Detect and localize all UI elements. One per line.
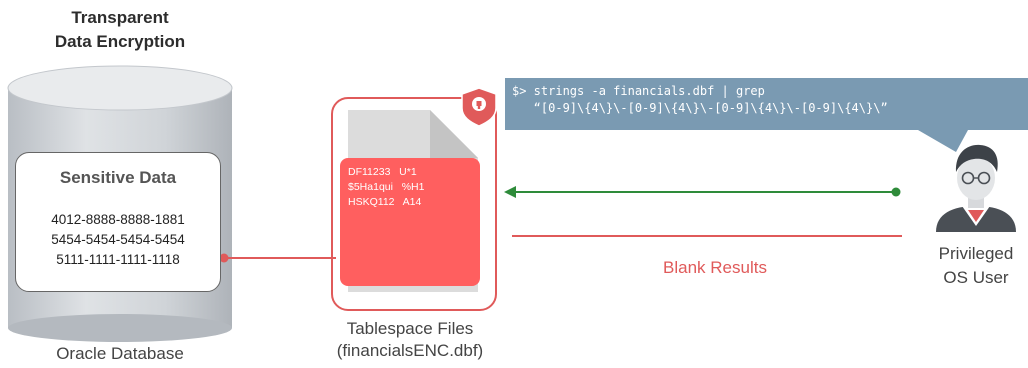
encrypted-row: DF11233 U*1 — [348, 166, 417, 178]
sensitive-data-title: Sensitive Data — [59, 168, 177, 187]
blank-results-label: Blank Results — [663, 258, 767, 277]
database-label: Oracle Database — [56, 344, 184, 363]
diagram-title: Transparent Data Encryption — [20, 6, 220, 54]
request-arrow — [504, 186, 901, 198]
tablespace-label-line-1: Tablespace Files — [346, 319, 474, 338]
title-line-1: Transparent — [71, 8, 169, 27]
user-avatar-icon — [936, 144, 1016, 232]
connector-dot — [219, 253, 229, 263]
sensitive-record: 5111-1111-1111-1118 — [56, 252, 180, 267]
privileged-user-label: Privileged OS User — [926, 242, 1026, 290]
user-label-line-1: Privileged — [938, 244, 1014, 263]
tablespace-label-line-2: (financialsENC.dbf) — [336, 341, 484, 360]
title-line-2: Data Encryption — [54, 32, 186, 51]
command-bubble — [505, 78, 1028, 130]
command-line-1: $> strings -a financials.dbf | grep — [512, 84, 765, 98]
sensitive-record: 5454-5454-5454-5454 — [51, 232, 185, 247]
user-label-line-2: OS User — [943, 268, 1009, 287]
document-file-icon — [340, 110, 480, 292]
command-line-2: “[0-9]\{4\}\-[0-9]\{4\}\-[0-9]\{4\}\-[0-… — [512, 101, 888, 115]
encrypted-row: HSKQ112 A14 — [348, 196, 422, 208]
sensitive-data-box — [15, 152, 221, 292]
command-bubble-tail — [918, 130, 968, 152]
encrypted-row: $5Ha1qui %H1 — [348, 181, 425, 193]
tablespace-frame — [331, 97, 497, 311]
shield-lock-icon — [461, 87, 497, 127]
sensitive-record: 4012-8888-8888-1881 — [51, 212, 185, 227]
tablespace-label: Tablespace Files (financialsENC.dbf) — [300, 318, 520, 362]
